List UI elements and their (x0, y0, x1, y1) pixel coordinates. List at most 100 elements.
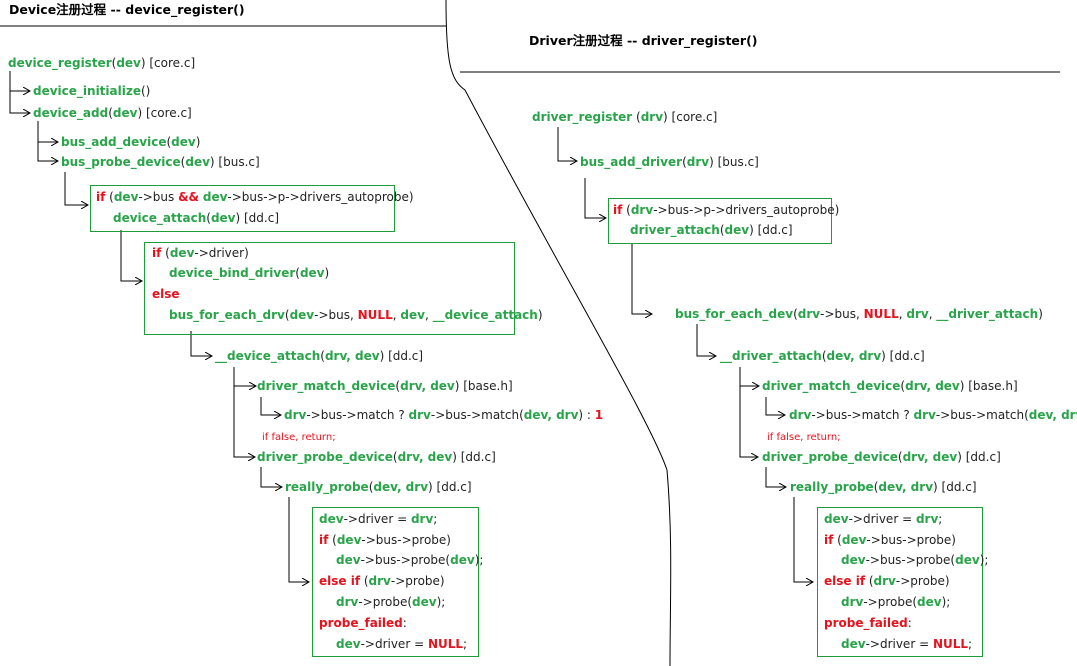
code-token: drv (336, 595, 359, 609)
code-token: ( (632, 110, 641, 124)
probe-body-line-5: drv->probe(dev); (336, 595, 445, 609)
code-token: [dd.c] (937, 480, 977, 494)
code-token: ( (328, 533, 337, 547)
device-initialize-line: device_initialize() (33, 84, 150, 98)
code-token: , (928, 307, 937, 321)
code-token: really_probe (790, 480, 874, 494)
attach-condition-box (90, 185, 395, 232)
code-token: ) (959, 379, 965, 393)
code-token: ); (474, 553, 484, 567)
probe-body-line-3-right: dev->bus->probe(dev); (841, 553, 988, 567)
code-token: ) (663, 110, 668, 124)
code-token: dev (319, 512, 344, 526)
code-token: drv (797, 307, 821, 321)
code-token: ) : (578, 408, 595, 422)
code-token: ( (873, 480, 879, 494)
code-token: __device_attach (215, 349, 321, 363)
code-token: ); (941, 595, 951, 609)
code-token: drv, dev (324, 349, 380, 363)
bus-match-expression-line-right: drv->bus->match ? drv->bus->match(dev, d… (789, 408, 1077, 422)
device-bind-driver-line: device_bind_driver(dev) (169, 266, 329, 280)
code-token: ); (436, 595, 446, 609)
probe-body-line-2: if (dev->bus->probe) (319, 533, 451, 547)
code-token: [dd.c] (885, 349, 925, 363)
code-token: dev (841, 553, 866, 567)
code-token: drv (410, 512, 434, 526)
code-token: && (178, 190, 200, 204)
code-token: device_bind_driver (169, 266, 296, 280)
code-token: ( (284, 308, 290, 322)
device-register-title: Device注册过程 -- device_register() (9, 2, 245, 17)
code-token: drv, dev (397, 450, 453, 464)
code-token: : (402, 616, 407, 630)
code-token: ( (295, 266, 300, 280)
else-keyword-line: else (152, 287, 180, 301)
code-token: ->bus->match( (430, 408, 524, 422)
code-token: ->driver = (865, 637, 933, 651)
code-token: device_register (8, 56, 112, 70)
probe-body-line-4-right: else if (drv->probe) (824, 574, 950, 588)
code-token: if (152, 246, 162, 260)
code-token: dev (185, 155, 210, 169)
code-token: dev (169, 246, 195, 260)
code-token: ->bus->match ? (811, 408, 914, 422)
code-token: drv (789, 408, 812, 422)
code-token: if (96, 190, 106, 204)
code-token: dev (412, 595, 437, 609)
code-token: drv, dev (905, 379, 960, 393)
code-token: ->probe) (390, 574, 445, 588)
code-token: ( (622, 203, 631, 217)
code-token: drv (913, 408, 936, 422)
really-probe-line: really_probe(dev, drv) [dd.c] (285, 480, 472, 494)
code-token: [core.c] (142, 106, 192, 120)
code-token: ( (865, 574, 874, 588)
probe-body-line-2-right: if (dev->bus->probe) (824, 533, 956, 547)
bus-match-expression-line: drv->bus->match ? drv->bus->match(dev, d… (284, 408, 603, 422)
code-token: ) (881, 349, 886, 363)
code-token: NULL (427, 637, 464, 651)
driver-match-device-line-right: driver_match_device(drv, dev) [base.h] (762, 379, 1018, 393)
code-token: if (613, 203, 623, 217)
code-token: [core.c] (667, 110, 718, 124)
code-token: dev (289, 308, 315, 322)
code-token: , (424, 308, 433, 322)
code-token: bus_probe_device (61, 155, 181, 169)
code-token: ( (793, 307, 798, 321)
bus-add-driver-line: bus_add_driver(drv) [bus.c] (580, 155, 759, 169)
code-token: drv (873, 574, 896, 588)
code-token: dev (917, 595, 942, 609)
code-token: drv (284, 408, 307, 422)
code-token: , (392, 308, 401, 322)
code-token: dev, drv (878, 480, 934, 494)
code-token: ; (968, 637, 973, 651)
code-token: ( (368, 480, 374, 494)
code-token: ) (324, 266, 330, 280)
autoprobe-condition-line: if (dev->bus && dev->bus->p->drivers_aut… (96, 190, 414, 204)
code-token: [core.c] (145, 56, 196, 70)
code-token: ->driver = (848, 512, 916, 526)
code-token: ) (933, 480, 938, 494)
code-token: ( (392, 450, 398, 464)
code-token: ) (452, 450, 457, 464)
code-token: dev (113, 190, 139, 204)
code-token: ) (379, 349, 385, 363)
code-token: really_probe (285, 480, 369, 494)
code-token: dev (724, 223, 750, 237)
probe-body-line-1-right: dev->driver = drv; (824, 512, 942, 526)
code-token: ->bus->probe) (361, 533, 451, 547)
code-token: ->bus->probe) (866, 533, 956, 547)
code-token: driver_attach (630, 223, 720, 237)
code-token: ( (166, 135, 172, 149)
code-token: drv, dev (400, 379, 455, 393)
code-token: drv (841, 595, 864, 609)
code-token: ( (682, 155, 687, 169)
code-token: ->bus->probe( (865, 553, 956, 567)
probe-body-line-7: dev->driver = NULL; (336, 637, 467, 651)
code-token: [dd.c] (961, 450, 1001, 464)
code-token: [base.h] (459, 379, 513, 393)
code-token: driver_match_device (762, 379, 901, 393)
code-token: device_add (33, 106, 109, 120)
code-token: dev (841, 637, 866, 651)
code-token: ) (709, 155, 714, 169)
